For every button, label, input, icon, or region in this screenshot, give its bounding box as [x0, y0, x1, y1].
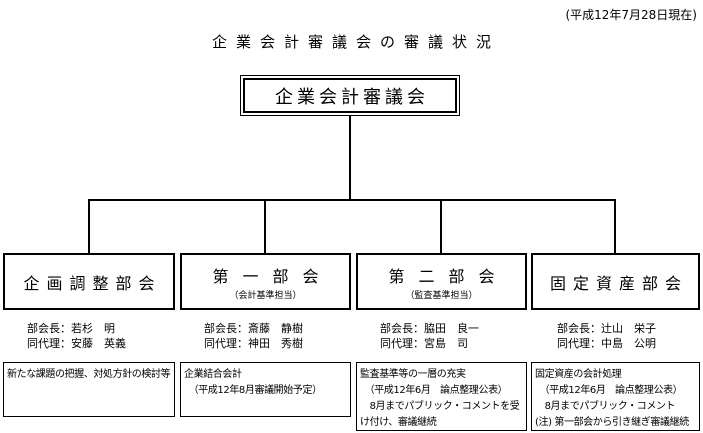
detail-line: 新たな課題の把握、対処方針の検討等 [7, 369, 171, 380]
detail-box-first: 企業結合会計 （平成12年8月審議開始予定） [180, 362, 351, 417]
deputy-line: 同代理：中島 公明 [557, 337, 656, 350]
subcommittee-box-planning: 企画調整部会 [3, 253, 175, 310]
connector-drop-4 [614, 199, 616, 253]
detail-line: 監査基準等の一層の充実 [360, 369, 466, 380]
subcommittee-label: 企画調整部会 [23, 273, 162, 293]
subcommittee-label: 第一部会 [212, 266, 333, 286]
detail-box-planning: 新たな課題の把握、対処方針の検討等 [3, 362, 175, 417]
as-of-date: (平成12年7月28日現在) [565, 8, 697, 22]
subcommittee-subtitle: （会計基準担当） [229, 290, 302, 301]
chair-line: 部会長：脇田 良一 [380, 322, 479, 335]
detail-line: （平成12年6月 論点整理公表） [360, 385, 508, 396]
detail-box-second: 監査基準等の一層の充実 （平成12年6月 論点整理公表） 8月までパブリック・コ… [356, 362, 527, 431]
officers-fixed-assets: 部会長：辻山 栄子 同代理：中島 公明 [557, 321, 656, 351]
chair-line: 部会長：斎藤 静樹 [204, 322, 303, 335]
officers-first: 部会長：斎藤 静樹 同代理：神田 秀樹 [204, 321, 303, 351]
connector-drop-3 [440, 199, 442, 253]
officers-planning: 部会長：若杉 明 同代理：安藤 英義 [27, 321, 126, 351]
detail-line: 8月までパブリック・コメント [535, 401, 676, 412]
deputy-line: 同代理：安藤 英義 [27, 337, 126, 350]
deputy-line: 同代理：神田 秀樹 [204, 337, 303, 350]
chair-line: 部会長：若杉 明 [27, 322, 115, 335]
connector-horizontal [88, 199, 616, 201]
detail-line: 8月までパブリック・コメントを受 [360, 401, 520, 412]
council-label: 企業会計審議会 [243, 78, 457, 113]
council-box: 企業会計審議会 [240, 75, 460, 116]
deputy-line: 同代理：宮島 司 [380, 337, 468, 350]
subcommittee-box-first: 第一部会 （会計基準担当） [180, 253, 351, 310]
subcommittee-label: 第二部会 [388, 266, 509, 286]
detail-line: け付け、審議継続 [360, 417, 437, 428]
detail-line: 企業結合会計 [184, 369, 242, 380]
chair-line: 部会長：辻山 栄子 [557, 322, 656, 335]
detail-line: （平成12年8月審議開始予定） [184, 385, 322, 396]
detail-line: 固定資産の会計処理 [535, 369, 622, 380]
connector-drop-1 [88, 199, 90, 253]
connector-root-drop [349, 115, 351, 200]
subcommittee-subtitle: （監査基準担当） [405, 290, 478, 301]
page-title: 企業会計審議会の審議状況 [211, 33, 500, 51]
detail-line: (注) 第一部会から引き継ぎ審議継続 [535, 417, 689, 428]
connector-drop-2 [264, 199, 266, 253]
detail-box-fixed-assets: 固定資産の会計処理 （平成12年6月 論点整理公表） 8月までパブリック・コメン… [531, 362, 700, 431]
subcommittee-box-second: 第二部会 （監査基準担当） [356, 253, 527, 310]
subcommittee-label: 固定資産部会 [549, 273, 688, 293]
detail-line: （平成12年6月 論点整理公表） [535, 385, 683, 396]
officers-second: 部会長：脇田 良一 同代理：宮島 司 [380, 321, 479, 351]
subcommittee-box-fixed-assets: 固定資産部会 [531, 253, 700, 310]
